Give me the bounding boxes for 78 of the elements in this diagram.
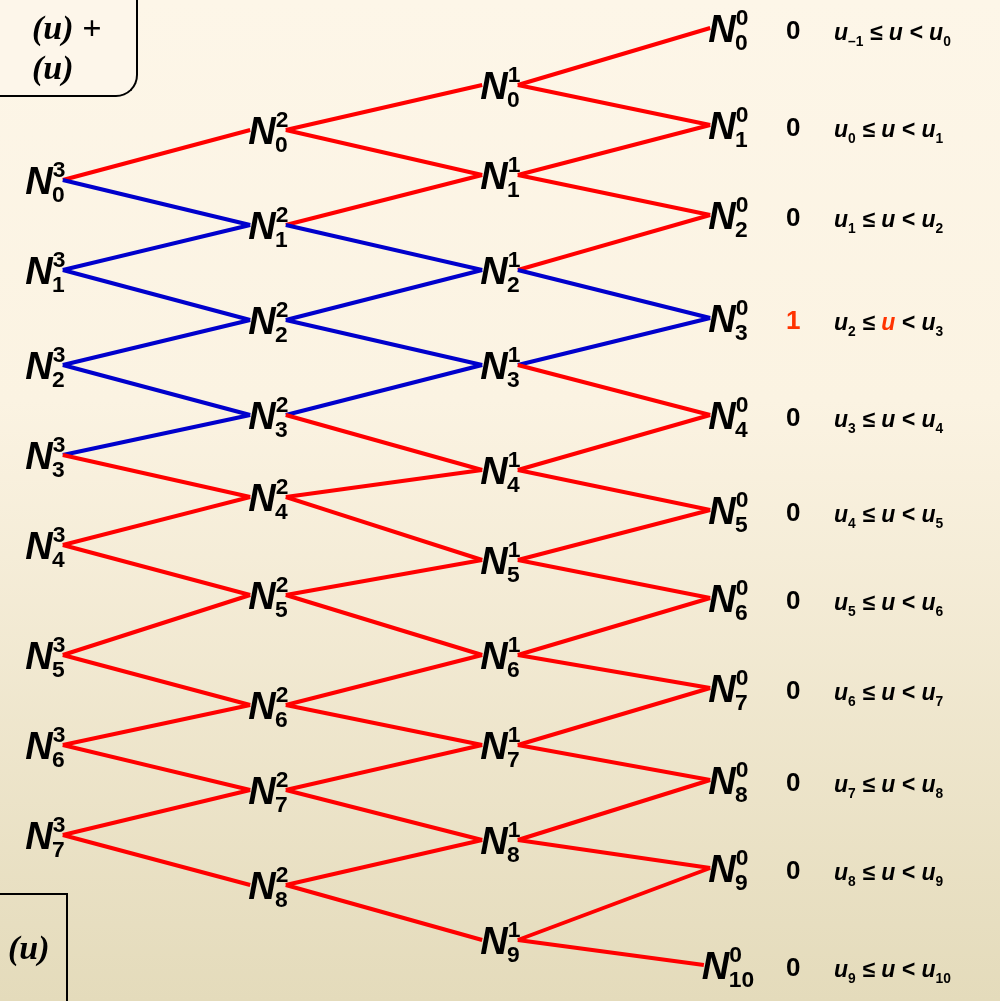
knot-interval: u$_{–1}$ ≤ u < u$_{0}$ bbox=[834, 18, 951, 46]
connector-line bbox=[62, 268, 251, 322]
connector-line bbox=[517, 653, 711, 690]
connector-line bbox=[285, 743, 483, 792]
connector-line bbox=[517, 743, 711, 782]
knot-interval: u$_{5}$ ≤ u < u$_{6}$ bbox=[834, 588, 944, 616]
connector-line bbox=[62, 495, 251, 547]
connector-line bbox=[62, 703, 251, 747]
connector-line bbox=[285, 495, 483, 562]
connector-line bbox=[62, 833, 251, 887]
connector-line bbox=[62, 788, 251, 837]
connector-line bbox=[62, 593, 251, 657]
connector-line bbox=[517, 316, 711, 367]
connector-line bbox=[285, 128, 483, 177]
connector-line bbox=[517, 413, 711, 472]
connector-line bbox=[285, 788, 483, 842]
knot-interval: u$_{1}$ ≤ u < u$_{2}$ bbox=[834, 205, 944, 233]
connector-line bbox=[517, 363, 711, 417]
connector-line bbox=[62, 363, 251, 417]
connector-line bbox=[285, 593, 483, 657]
function-value: 0 bbox=[786, 951, 801, 983]
knot-interval: u$_{4}$ ≤ u < u$_{5}$ bbox=[834, 500, 944, 528]
function-value: 0 bbox=[786, 674, 801, 706]
connector-line bbox=[285, 83, 483, 132]
connector-line bbox=[285, 363, 483, 417]
connector-line bbox=[517, 596, 711, 657]
connector-line bbox=[517, 686, 711, 747]
connector-line bbox=[62, 413, 251, 457]
connector-line bbox=[285, 883, 483, 942]
connector-line bbox=[62, 743, 251, 792]
knot-interval: u$_{0}$ ≤ u < u$_{1}$ bbox=[834, 115, 944, 143]
connector-line bbox=[517, 778, 711, 842]
connector-line bbox=[517, 558, 711, 600]
formula-box: (u) bbox=[0, 893, 68, 1001]
connector-line bbox=[285, 558, 483, 597]
connector-line bbox=[285, 468, 483, 499]
connector-line bbox=[517, 838, 711, 870]
knot-interval: u$_{3}$ ≤ u < u$_{4}$ bbox=[834, 405, 944, 433]
connector-line bbox=[285, 703, 483, 747]
connector-line bbox=[285, 268, 483, 322]
knot-interval: u$_{8}$ ≤ u < u$_{9}$ bbox=[834, 858, 944, 886]
connector-line bbox=[285, 318, 483, 367]
function-value: 0 bbox=[786, 111, 801, 143]
connector-line bbox=[62, 543, 251, 597]
function-value: 0 bbox=[786, 854, 801, 886]
connector-line bbox=[62, 128, 251, 182]
knot-interval: u$_{2}$ ≤ u < u$_{3}$ bbox=[834, 308, 944, 336]
connector-line bbox=[285, 653, 483, 707]
connector-line bbox=[517, 938, 705, 967]
function-value: 1 bbox=[786, 304, 801, 336]
connector-line bbox=[517, 123, 711, 177]
knot-interval: u$_{7}$ ≤ u < u$_{8}$ bbox=[834, 770, 944, 798]
connector-line bbox=[517, 866, 711, 942]
connector-line bbox=[517, 508, 711, 562]
connector-line bbox=[285, 413, 483, 472]
connector-line bbox=[517, 213, 711, 272]
connector-line bbox=[517, 26, 711, 87]
knot-interval: u$_{9}$ ≤ u < u$_{10}$ bbox=[834, 955, 951, 983]
connector-line bbox=[62, 318, 251, 367]
connector-line bbox=[62, 223, 251, 272]
connector-line bbox=[62, 453, 251, 499]
connector-line bbox=[517, 268, 711, 320]
connector-line bbox=[517, 173, 711, 217]
function-value: 0 bbox=[786, 496, 801, 528]
connector-line bbox=[517, 468, 711, 512]
connector-line bbox=[62, 653, 251, 707]
function-value: 0 bbox=[786, 401, 801, 433]
connector-line bbox=[285, 223, 483, 272]
connector-line bbox=[285, 173, 483, 227]
connector-line bbox=[517, 83, 711, 127]
formula-box: (u) + (u) bbox=[0, 0, 138, 97]
knot-interval: u$_{6}$ ≤ u < u$_{7}$ bbox=[834, 678, 944, 706]
function-value: 0 bbox=[786, 14, 801, 46]
function-value: 0 bbox=[786, 584, 801, 616]
function-value: 0 bbox=[786, 766, 801, 798]
function-value: 0 bbox=[786, 201, 801, 233]
connector-line bbox=[285, 838, 483, 887]
connector-line bbox=[62, 178, 251, 227]
